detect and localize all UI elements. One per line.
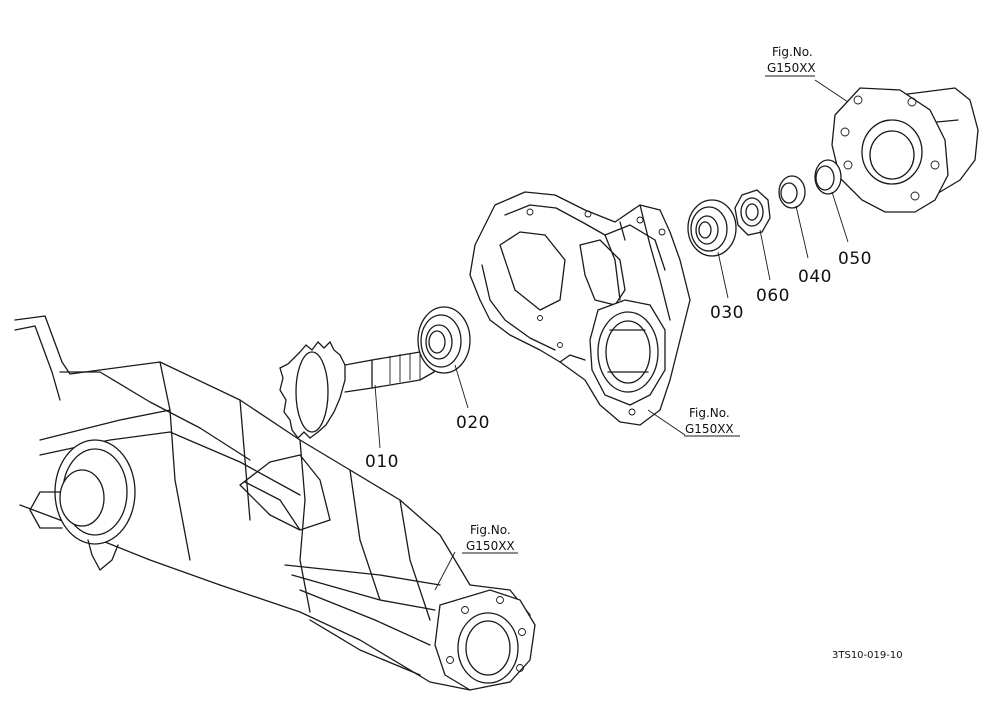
gear-housing: [469, 191, 691, 426]
fig-ref-bottom-line2: G150XX: [466, 539, 515, 553]
fig-ref-bottom-line1: Fig.No.: [470, 523, 511, 537]
fig-ref-top-line1: Fig.No.: [772, 45, 813, 59]
part-050-label: 050: [838, 249, 872, 269]
drawing-code: 3TS10-019-10: [832, 650, 903, 661]
axle-housing: [14, 315, 536, 691]
fig-reference-bottom: Fig.No. G150XX: [462, 523, 518, 554]
collar-040: [778, 175, 806, 209]
part-labels: 010 020 030 060 040 050: [365, 249, 872, 472]
fig-reference-middle: Fig.No. G150XX: [684, 406, 740, 437]
seal-050: [814, 159, 842, 195]
part-010-label: 010: [365, 452, 399, 472]
fig-reference-top: Fig.No. G150XX: [765, 45, 816, 77]
part-040-label: 040: [798, 267, 832, 287]
fig-ref-middle-line2: G150XX: [685, 422, 734, 436]
bearing-030: [687, 199, 737, 257]
part-060-label: 060: [756, 286, 790, 306]
pinion-gear-010: [279, 340, 435, 439]
fig-ref-middle-line1: Fig.No.: [689, 406, 730, 420]
part-020-label: 020: [456, 413, 490, 433]
fig-ref-top-line2: G150XX: [767, 61, 816, 75]
bearing-020: [417, 306, 471, 374]
nut-060: [734, 189, 771, 236]
leader-lines: [374, 79, 849, 591]
part-030-label: 030: [710, 303, 744, 323]
end-housing: [831, 87, 979, 213]
